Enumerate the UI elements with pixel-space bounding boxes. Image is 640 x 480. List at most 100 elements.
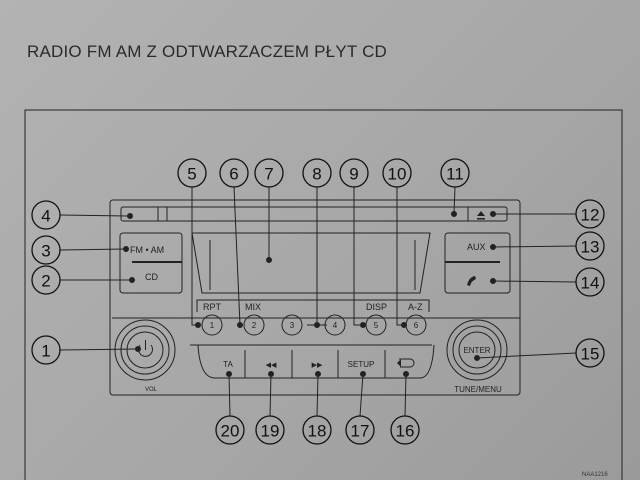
- callout-circle-12: [575, 199, 605, 229]
- leader-dot: [266, 257, 272, 263]
- callout-number-4: 4: [41, 207, 50, 226]
- vol-knob: [114, 319, 176, 381]
- callout-number-5: 5: [187, 165, 196, 184]
- page-title: RADIO FM AM Z ODTWARZACZEM PŁYT CD: [27, 42, 388, 61]
- leader-dot: [490, 278, 496, 284]
- leader-line: [59, 214, 131, 217]
- preset-4-button[interactable]: 4: [333, 321, 338, 330]
- callout-number-1: 1: [41, 342, 50, 361]
- callout-number-14: 14: [581, 274, 600, 293]
- leader-line: [233, 186, 241, 326]
- callout-circle-8: [302, 158, 332, 188]
- callout-number-15: 15: [581, 345, 600, 364]
- rpt-label: RPT: [203, 302, 222, 312]
- leader-dot: [403, 371, 409, 377]
- leader-line: [307, 187, 327, 326]
- cd-button[interactable]: CD: [145, 272, 158, 282]
- leader-dot: [127, 213, 133, 219]
- cd-slot: [120, 206, 508, 222]
- figure-code: NAA1216: [582, 472, 608, 478]
- leader-line: [316, 373, 319, 417]
- figure-frame: [24, 109, 623, 480]
- leader-line: [359, 373, 364, 417]
- eject-icon: [477, 211, 485, 220]
- leader-dot: [226, 371, 232, 377]
- callout-circle-1: [31, 335, 61, 365]
- tune-knob: [446, 319, 508, 381]
- callout-circle-2: [31, 265, 61, 295]
- az-label: A-Z: [408, 302, 423, 312]
- leader-dot: [123, 246, 129, 252]
- aux-button[interactable]: AUX: [467, 242, 486, 252]
- callout-number-2: 2: [41, 272, 50, 291]
- callout-number-3: 3: [41, 242, 50, 261]
- leader-dot: [129, 277, 135, 283]
- next-track-button[interactable]: ▶▶: [312, 362, 323, 369]
- preset-2-button[interactable]: 2: [252, 321, 257, 330]
- leader-dot: [315, 371, 321, 377]
- leader-dot: [268, 371, 274, 377]
- callout-circle-19: [255, 415, 285, 445]
- callout-circle-11: [440, 158, 470, 188]
- vol-label: VOL: [145, 387, 158, 393]
- callout-number-7: 7: [264, 165, 273, 184]
- callout-number-6: 6: [229, 165, 238, 184]
- leader-dot: [490, 211, 496, 217]
- callout-circle-15: [575, 338, 605, 368]
- enter-button[interactable]: ENTER: [463, 346, 490, 355]
- callout-circle-3: [31, 235, 61, 265]
- preset-6-button[interactable]: 6: [414, 321, 419, 330]
- preset-5-button[interactable]: 5: [374, 321, 379, 330]
- leader-dot: [490, 244, 496, 250]
- callout-circle-17: [345, 415, 375, 445]
- leader-line: [269, 373, 272, 417]
- ta-button[interactable]: TA: [223, 360, 233, 369]
- display: [191, 232, 431, 294]
- leader-dot: [451, 211, 457, 217]
- callout-circle-9: [339, 158, 369, 188]
- callout-circle-10: [382, 158, 412, 188]
- leader-line: [59, 348, 139, 351]
- mix-label: MIX: [245, 302, 261, 312]
- callout-number-12: 12: [581, 206, 600, 225]
- callout-circle-18: [302, 415, 332, 445]
- leader-line: [476, 352, 577, 359]
- leader-line: [492, 245, 577, 248]
- leader-dot: [314, 322, 320, 328]
- leader-line: [59, 248, 127, 251]
- back-arrow-head: [397, 359, 401, 367]
- fm-am-button[interactable]: FM • AM: [130, 245, 164, 255]
- callout-circle-20: [215, 415, 245, 445]
- setup-button[interactable]: SETUP: [348, 360, 375, 369]
- callout-circle-14: [575, 267, 605, 297]
- callout-circle-6: [219, 158, 249, 188]
- leader-line: [492, 280, 577, 283]
- callout-number-20: 20: [221, 422, 240, 441]
- callout-number-16: 16: [396, 422, 415, 441]
- leader-dot: [360, 371, 366, 377]
- back-icon: [399, 358, 415, 368]
- callout-circle-7: [254, 158, 284, 188]
- disp-label: DISP: [366, 302, 387, 312]
- leader-dot: [401, 322, 407, 328]
- leader-dot: [237, 322, 243, 328]
- callout-number-13: 13: [581, 238, 600, 257]
- leader-dot: [135, 346, 141, 352]
- prev-track-button[interactable]: ◀◀: [266, 362, 277, 369]
- callout-number-9: 9: [349, 165, 358, 184]
- leader-line: [353, 187, 363, 326]
- callout-number-19: 19: [261, 422, 280, 441]
- callout-number-10: 10: [388, 165, 407, 184]
- leader-line: [228, 373, 231, 417]
- callout-circle-4: [31, 200, 61, 230]
- phone-icon: [467, 276, 476, 286]
- preset-3-button[interactable]: 3: [290, 321, 295, 330]
- leader-line: [404, 373, 407, 417]
- leader-line: [453, 186, 456, 215]
- tune-menu-label: TUNE/MENU: [454, 385, 502, 394]
- callout-number-17: 17: [351, 422, 370, 441]
- leader-dot: [474, 355, 480, 361]
- callout-number-8: 8: [312, 165, 321, 184]
- preset-1-button[interactable]: 1: [210, 321, 215, 330]
- leader-dot: [360, 322, 366, 328]
